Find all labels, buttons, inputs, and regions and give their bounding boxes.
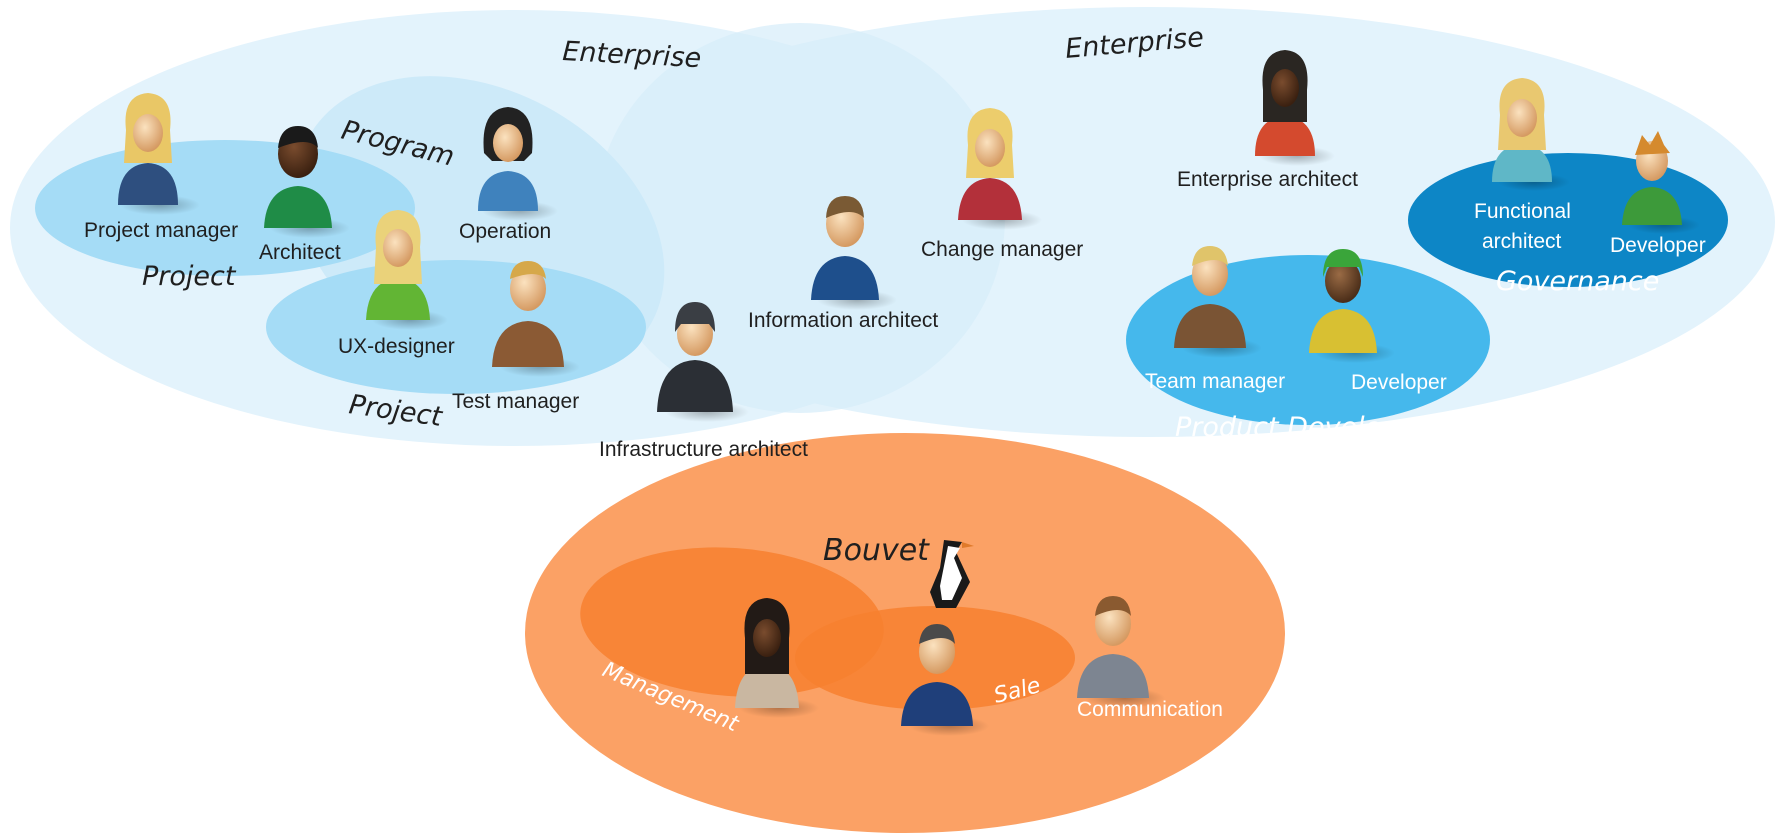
product-development-region: [1126, 255, 1490, 425]
role-label-architect: Architect: [259, 241, 341, 264]
person-icon-developer-governance: [1622, 131, 1700, 234]
project-2-region: [266, 260, 646, 394]
project-1-region: [35, 140, 415, 276]
role-label-infrastructure-architect: Infrastructure architect: [599, 438, 808, 461]
role-label-functional-architect-line2: architect: [1482, 230, 1562, 253]
role-label-ux-designer: UX-designer: [338, 335, 455, 358]
person-icon-sale: [901, 624, 989, 736]
role-label-test-manager: Test manager: [452, 390, 579, 413]
project-1-label: Project: [142, 261, 237, 292]
role-label-communication: Communication: [1077, 698, 1223, 721]
person-icon-architect: [264, 126, 350, 238]
person-icon-enterprise-architect: [1255, 50, 1335, 166]
person-icon-functional-architect: [1492, 78, 1570, 191]
bouvet-label: Bouvet: [823, 533, 930, 568]
enterprise-left-label: Enterprise: [562, 36, 702, 74]
role-label-operation: Operation: [459, 220, 551, 243]
person-icon-ux-designer: [366, 210, 448, 330]
person-icon-test-manager: [492, 261, 580, 377]
governance-region: [1408, 153, 1728, 287]
governance-label: Governance: [1496, 266, 1659, 297]
role-label-functional-architect-line1: Functional: [1474, 200, 1571, 223]
person-icon-project-manager: [118, 93, 200, 215]
role-label-developer-governance: Developer: [1610, 234, 1706, 257]
role-label-information-architect: Information architect: [748, 309, 938, 332]
person-icon-information-architect: [811, 196, 897, 310]
person-icon-team-manager: [1174, 246, 1262, 358]
product-development-label: Product Development: [1175, 412, 1470, 443]
enterprise-overlap-region: [595, 23, 1005, 413]
role-label-developer-product: Developer: [1351, 371, 1447, 394]
penguin-logo-icon: [930, 540, 974, 608]
person-icon-infrastructure-architect: [657, 302, 749, 422]
person-icon-change-manager: [958, 108, 1042, 230]
person-icon-operation: [478, 107, 558, 221]
person-icon-management: [735, 598, 819, 718]
role-label-change-manager: Change manager: [921, 238, 1083, 261]
person-icon-developer-product: [1309, 249, 1395, 363]
person-icon-communication: [1077, 596, 1165, 708]
role-label-project-manager: Project manager: [84, 219, 238, 242]
role-label-team-manager: Team manager: [1145, 370, 1285, 393]
role-label-enterprise-architect: Enterprise architect: [1177, 168, 1358, 191]
